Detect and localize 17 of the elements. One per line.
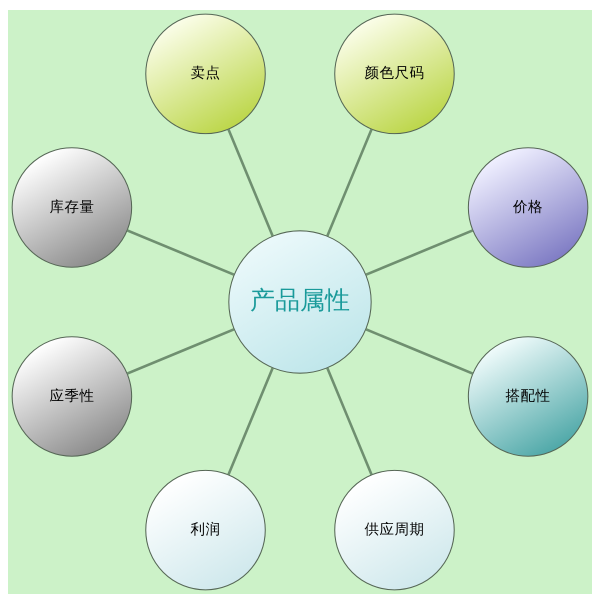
connector <box>365 228 474 276</box>
node-circle: 搭配性 <box>468 336 588 456</box>
connector <box>365 328 474 374</box>
connector <box>126 228 235 276</box>
node-circle: 应季性 <box>12 336 132 456</box>
connector <box>227 128 274 236</box>
connector <box>326 128 373 236</box>
node-circle: 供应周期 <box>334 469 455 590</box>
connector <box>326 366 373 475</box>
node-circle: 价格 <box>468 146 588 268</box>
connector <box>126 328 235 374</box>
node-circle: 卖点 <box>145 13 266 134</box>
node-circle: 颜色尺码 <box>334 13 455 134</box>
node-circle: 产品属性 <box>228 230 372 374</box>
connector <box>227 366 274 475</box>
node-circle: 库存量 <box>12 146 132 268</box>
node-circle: 利润 <box>145 469 266 590</box>
